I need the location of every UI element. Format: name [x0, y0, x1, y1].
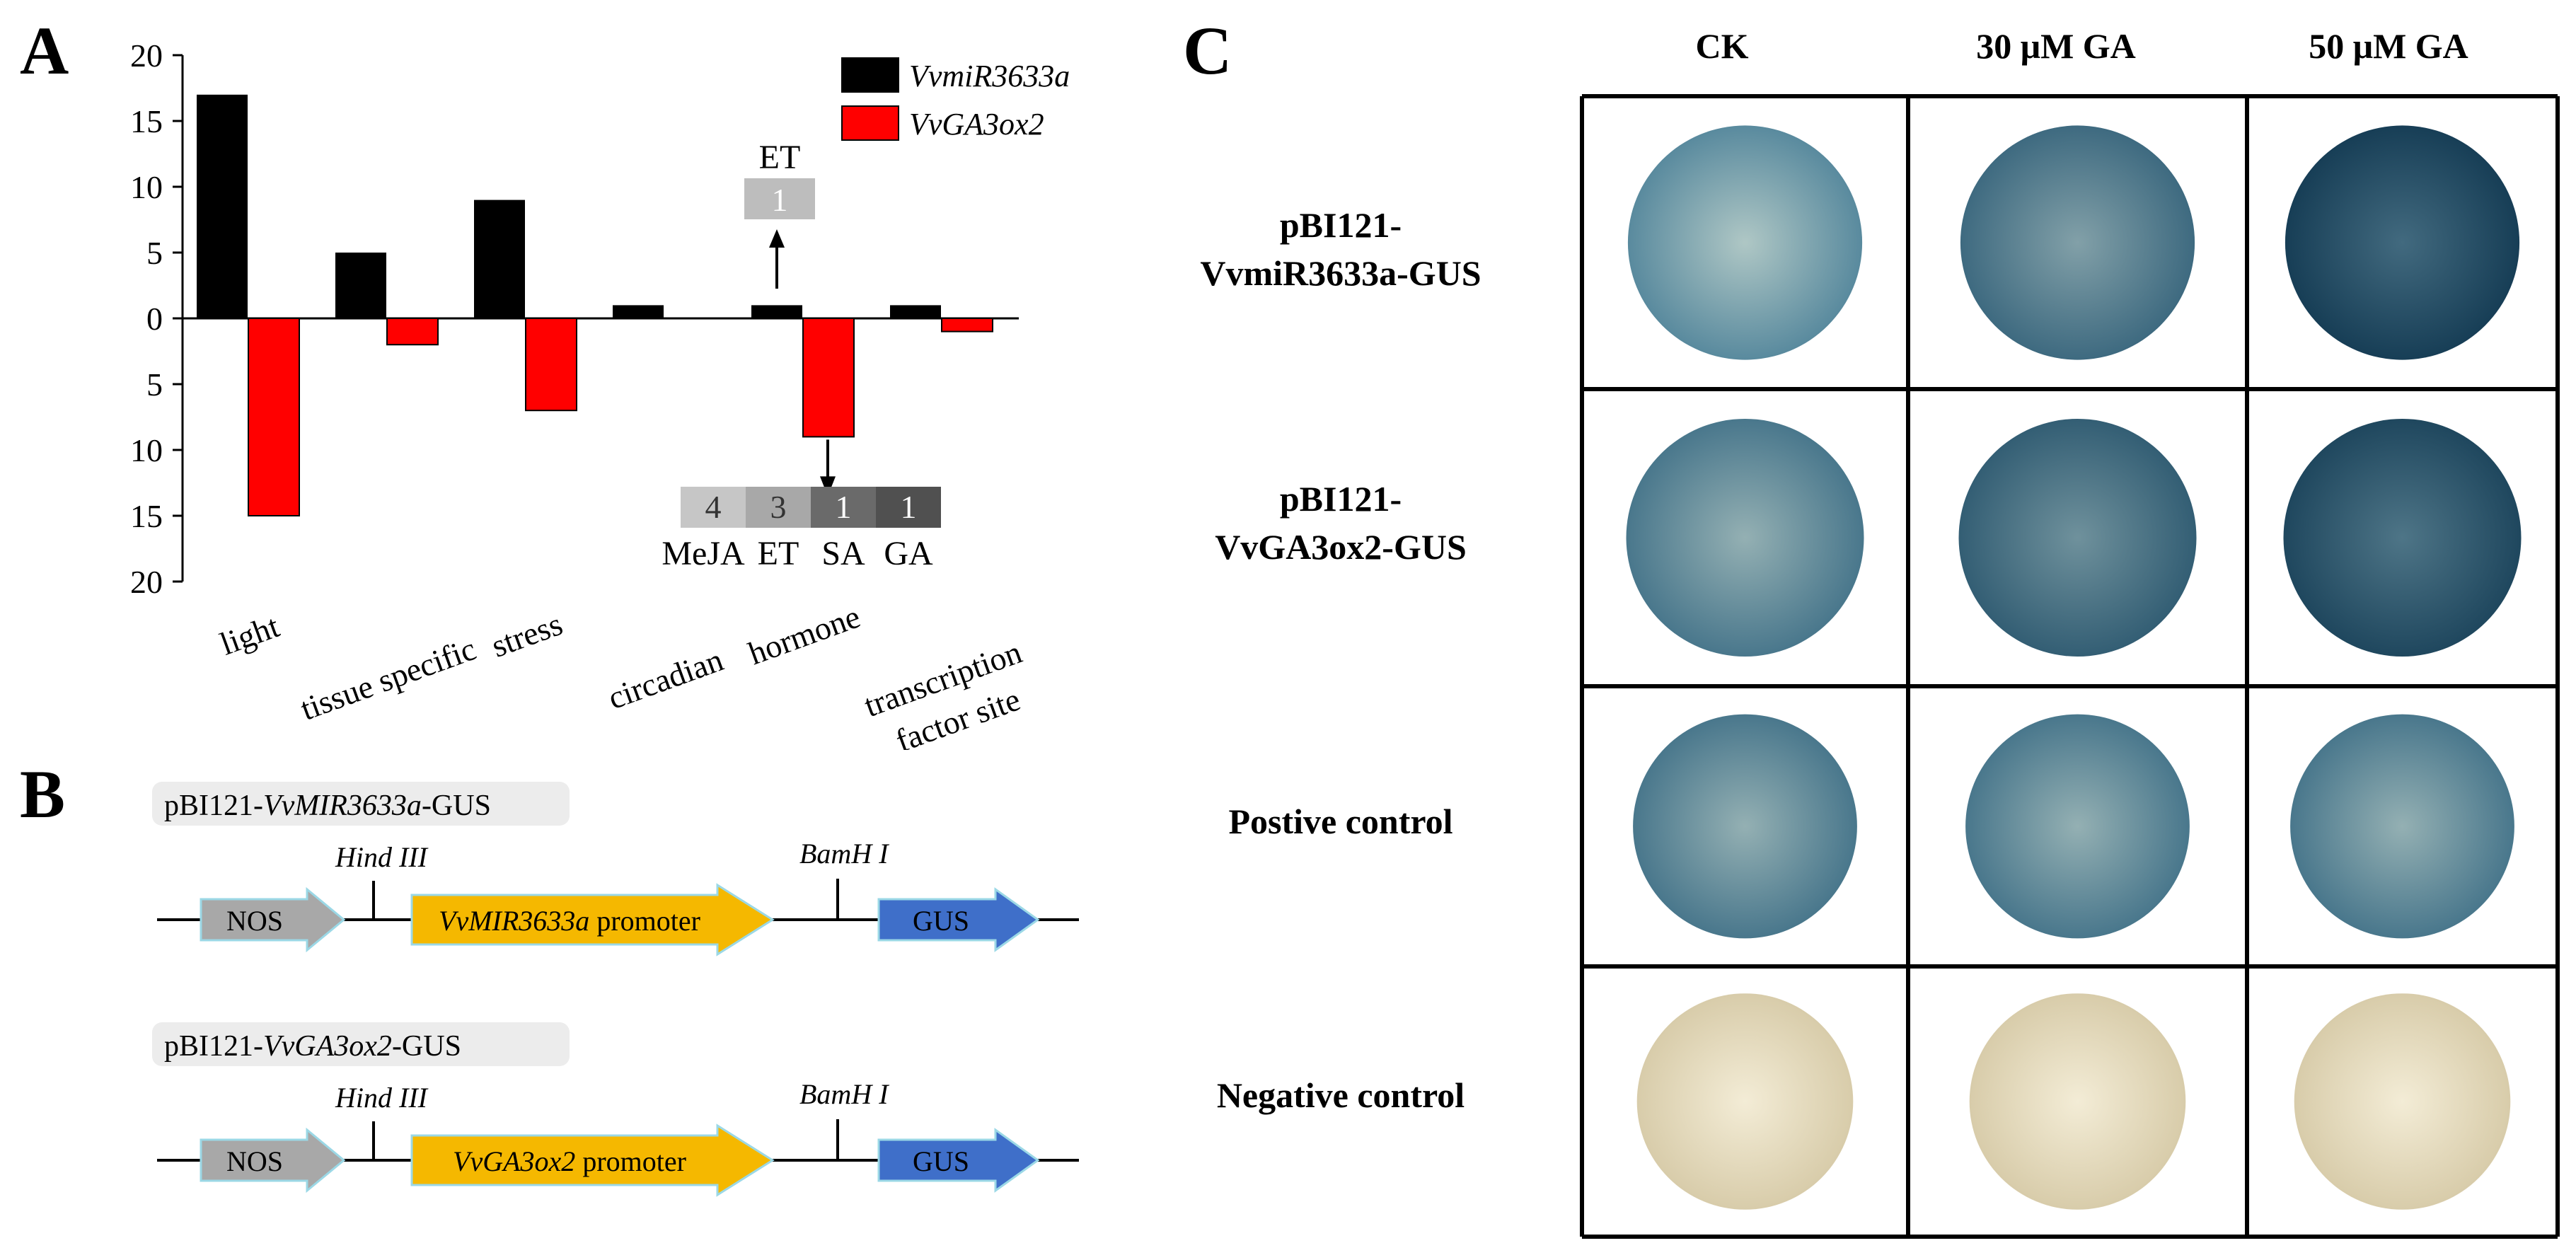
x-tick-label: hormone: [744, 599, 865, 672]
panel-letter-c: C: [1183, 13, 1232, 88]
annotation-box: [811, 487, 876, 528]
bar-VvmiR3633a: [613, 305, 664, 318]
leaf-disc: [1958, 419, 2197, 657]
annotation-box: [746, 487, 811, 528]
annotation-count: 1: [901, 489, 917, 525]
nos-label: NOS: [226, 905, 283, 937]
leaf-disc: [1627, 125, 1863, 360]
column-header-50-ga: 50 μM GA: [2309, 26, 2468, 66]
promoter-label: VvMIR3633a promoter: [439, 905, 700, 937]
leaf-disc: [1965, 714, 2190, 939]
annotation-count: 1: [772, 182, 788, 218]
promoter-arrow: [410, 1123, 775, 1197]
legend-swatch: [841, 105, 899, 141]
construct-name: pBI121-VvMIR3633a-GUS: [164, 790, 491, 822]
gus-arrow: [877, 1128, 1040, 1193]
annotation-box: [744, 178, 815, 219]
y-tick-label: 5: [146, 235, 163, 271]
leaf-disc: [2290, 714, 2514, 939]
bar-VvGA3ox2: [386, 318, 439, 346]
x-tick-label: tissue specific: [296, 630, 480, 727]
x-tick-label: light: [215, 608, 284, 662]
arrowhead: [769, 229, 785, 248]
arrowhead: [820, 476, 836, 497]
row-label-mir3633a: pBI121- VvmiR3633a-GUS: [1200, 205, 1482, 293]
nos-arrow: [200, 886, 346, 953]
construct-name-box: [152, 1022, 570, 1066]
y-tick-label: 15: [130, 103, 163, 139]
y-tick-label: 5: [146, 366, 163, 403]
annotation-box: [876, 487, 941, 528]
hindiii-site-label: Hind III: [335, 841, 429, 873]
promoter-label: VvGA3ox2 promoter: [453, 1145, 686, 1177]
annotation-label: SA: [821, 535, 865, 572]
leaf-disc: [2294, 993, 2511, 1210]
legend-label: VvmiR3633a: [909, 59, 1070, 93]
annotation-count: 3: [770, 489, 787, 525]
y-tick-label: 20: [130, 37, 163, 74]
bar-VvGA3ox2: [525, 318, 577, 412]
x-tick-label: circadian: [603, 642, 728, 717]
column-header-30-ga: 30 μM GA: [1976, 26, 2136, 66]
gus-label: GUS: [913, 1145, 969, 1177]
leaf-disc: [1960, 125, 2195, 360]
nos-arrow: [200, 1127, 346, 1193]
leaf-disc: [2285, 125, 2520, 360]
construct-name-box: [152, 782, 570, 826]
construct-diagrams: pBI121-VvMIR3633a-GUS Hind III BamH I NOS Vv…: [152, 782, 1079, 1197]
panel-letter-a: A: [20, 13, 69, 88]
annotation-label: ET: [759, 139, 801, 176]
annotation-count: 1: [836, 489, 852, 525]
leaf-disc: [2283, 419, 2522, 657]
gus-arrow: [877, 887, 1040, 952]
promoter-arrow: [410, 883, 775, 956]
x-tick-label: transcriptionfactor site: [860, 634, 1041, 750]
panel-letter-b: B: [20, 756, 66, 832]
bar-VvmiR3633a: [335, 253, 386, 318]
bar-VvmiR3633a: [197, 94, 248, 319]
bar-VvGA3ox2: [802, 318, 855, 438]
y-tick-label: 0: [146, 301, 163, 337]
annotation-box: [681, 487, 746, 528]
construct-name: pBI121-VvGA3ox2-GUS: [164, 1030, 461, 1063]
leaf-disc: [1636, 993, 1854, 1210]
legend-label: VvGA3ox2: [909, 107, 1044, 141]
annotation-label: ET: [758, 535, 799, 572]
bamhi-site-label: BamH I: [799, 838, 889, 869]
row-label-positive-control: Postive control: [1228, 802, 1453, 841]
bar-VvmiR3633a: [890, 305, 941, 318]
y-tick-label: 10: [130, 432, 163, 468]
legend-swatch: [841, 57, 899, 93]
annotation-label: GA: [884, 535, 933, 572]
row-label-negative-control: Negative control: [1216, 1075, 1465, 1115]
bar-VvmiR3633a: [474, 200, 525, 318]
annotation-label: MeJA: [662, 535, 745, 572]
x-tick-label: stress: [487, 606, 567, 664]
bar-VvmiR3633a: [751, 305, 802, 318]
leaf-disc: [1626, 419, 1864, 657]
annotation-count: 4: [705, 489, 722, 525]
gus-label: GUS: [913, 905, 969, 937]
y-tick-label: 15: [130, 498, 163, 534]
nos-label: NOS: [226, 1145, 283, 1177]
y-tick-label: 10: [130, 169, 163, 205]
gus-staining-grid: [1580, 94, 2560, 1239]
hindiii-site-label: Hind III: [335, 1082, 429, 1114]
leaf-disc: [1969, 993, 2186, 1210]
bar-VvGA3ox2: [941, 318, 993, 333]
bamhi-site-label: BamH I: [799, 1078, 889, 1110]
leaf-disc: [1633, 714, 1857, 939]
y-tick-label: 20: [130, 564, 163, 600]
bar-VvGA3ox2: [248, 318, 300, 516]
column-header-ck: CK: [1695, 26, 1749, 66]
row-label-ga3ox2: pBI121- VvGA3ox2-GUS: [1215, 479, 1467, 567]
